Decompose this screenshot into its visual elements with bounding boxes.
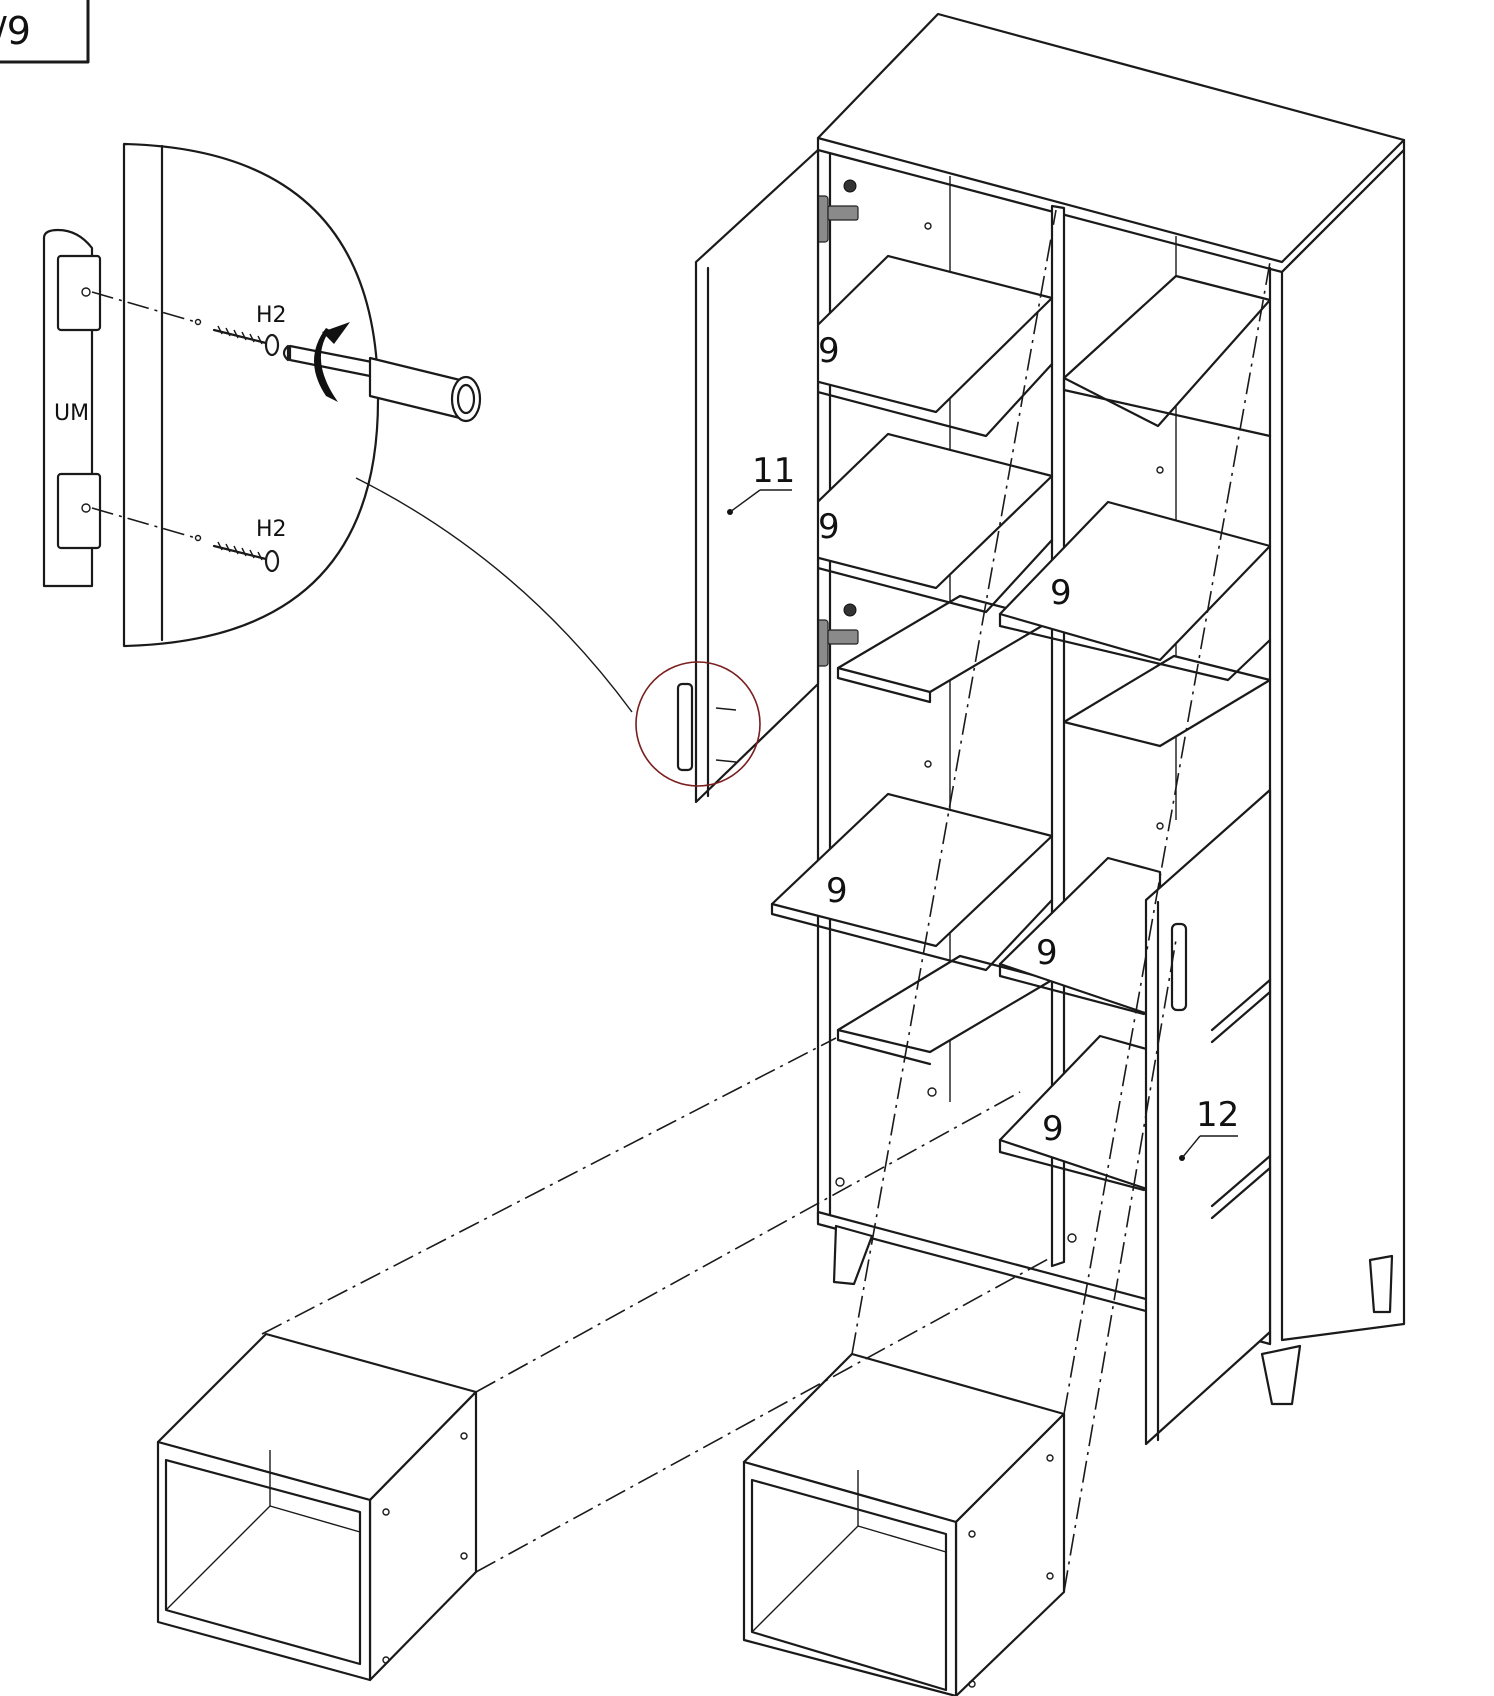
screw-top — [212, 325, 280, 357]
shelf-label: 9 — [826, 871, 848, 911]
shelf-label: 9 — [1050, 573, 1072, 613]
screwdriver-icon — [282, 322, 482, 423]
right-door-label: 12 — [1196, 1095, 1239, 1135]
right-door — [1144, 788, 1272, 1446]
cube-left — [156, 1332, 478, 1682]
um-bracket: UM — [42, 228, 102, 588]
cube-right — [742, 1352, 1066, 1696]
assembly-guides — [261, 209, 1271, 1593]
left-door-label: 11 — [752, 451, 795, 491]
hardware-detail: UM H2 H2 — [42, 142, 633, 713]
screw-label-top: H2 — [256, 303, 287, 328]
cabinet — [770, 12, 1406, 1406]
shelf-label: 9 — [818, 507, 840, 547]
shelf-label: 9 — [818, 331, 840, 371]
step-number: /9 — [0, 9, 31, 53]
bracket-label: UM — [54, 401, 89, 426]
left-door — [635, 148, 820, 804]
part-labels: 9 9 9 9 9 9 11 12 — [752, 331, 1239, 1149]
screw-label-bottom: H2 — [256, 517, 287, 542]
step-box: /9 — [0, 0, 90, 64]
screw-bottom — [212, 541, 280, 573]
shelf-label: 9 — [1036, 933, 1058, 973]
shelf-label: 9 — [1042, 1109, 1064, 1149]
